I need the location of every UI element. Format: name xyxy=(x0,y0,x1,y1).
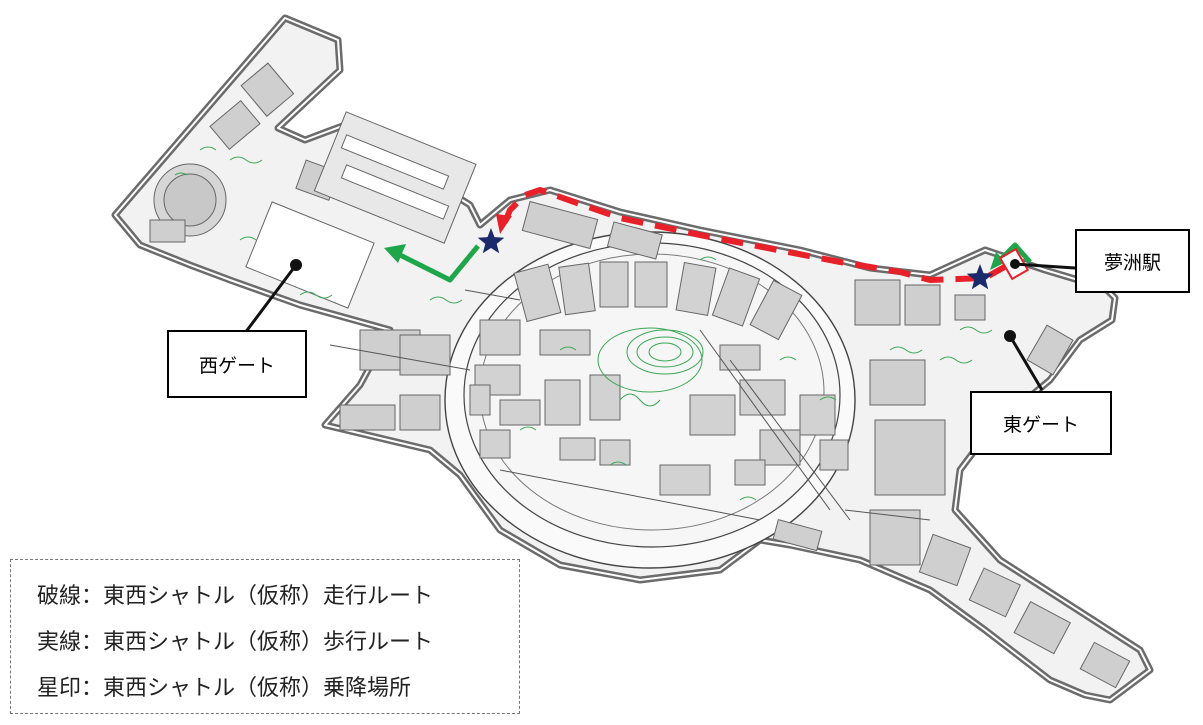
station-leader xyxy=(1014,262,1076,270)
map-legend: 破線：東西シャトル（仮称）走行ルート 実線：東西シャトル（仮称）歩行ルート 星印… xyxy=(10,559,520,714)
drive-route-arrow-icon xyxy=(496,214,512,234)
walk-route-east-arrow-icon xyxy=(990,252,1006,270)
legend-solid-route: 実線：東西シャトル（仮称）歩行ルート xyxy=(37,630,434,655)
east-gate-label: 東ゲート xyxy=(970,391,1112,455)
west-gate-label: 西ゲート xyxy=(167,330,307,398)
site-inner-edge xyxy=(114,17,1151,701)
legend-dashed-route: 破線：東西シャトル（仮称）走行ルート xyxy=(37,584,434,609)
east-gate-leader xyxy=(1008,335,1044,391)
station-label: 夢洲駅 xyxy=(1075,229,1190,293)
greenery xyxy=(174,146,993,501)
walk-route-west-arrow-icon xyxy=(384,244,406,263)
west-gate-leader xyxy=(243,264,298,334)
legend-star-stop: 星印：東西シャトル（仮称）乗降場所 xyxy=(37,676,412,701)
stop-star-icon-west xyxy=(477,228,505,254)
stop-star-icon-east xyxy=(966,264,994,290)
west-buildings xyxy=(149,62,477,431)
east-buildings xyxy=(521,200,1131,689)
shuttle-drive-route xyxy=(502,187,1010,283)
shuttle-walk-route-west xyxy=(398,244,480,283)
ring-pavilions xyxy=(469,261,849,496)
internal-roads xyxy=(329,289,931,521)
